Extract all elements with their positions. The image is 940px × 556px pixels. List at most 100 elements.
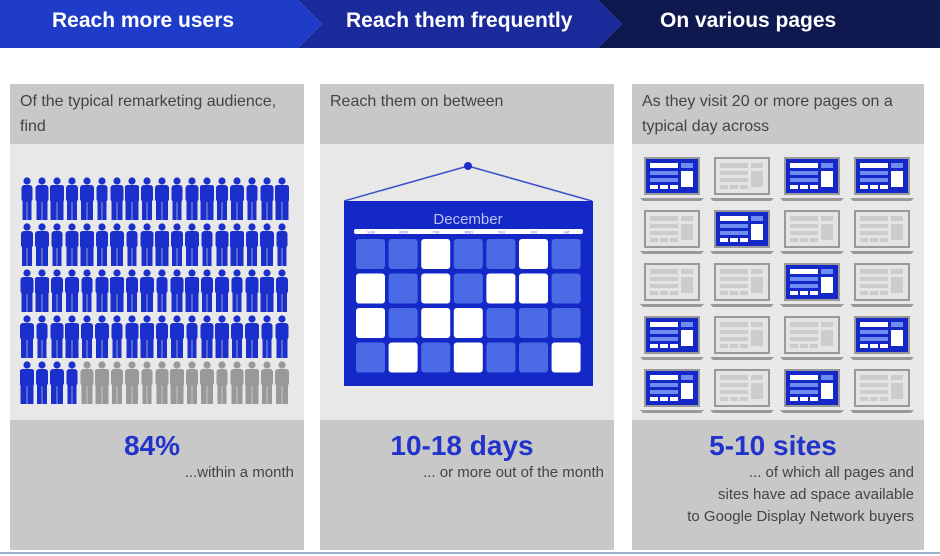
person-icon (171, 177, 183, 220)
person-icon (111, 361, 123, 404)
person-icon (36, 315, 48, 358)
person-icon (111, 315, 123, 358)
laptop-icon (850, 263, 914, 307)
calendar-day-highlighted (519, 239, 548, 269)
person-icon (95, 315, 109, 358)
weekday-label: THU (497, 231, 506, 235)
person-icon (125, 177, 139, 220)
people-row (20, 176, 290, 222)
person-icon (200, 177, 214, 220)
person-icon (110, 177, 124, 220)
calendar-day (519, 308, 548, 338)
stat-caption-2: sites have ad space available (718, 486, 914, 503)
person-icon (126, 269, 138, 312)
person-icon (65, 269, 79, 312)
person-icon (275, 315, 289, 358)
stat-caption: ... or more out of the month (423, 464, 604, 481)
laptop-icon (850, 369, 914, 413)
person-icon (215, 269, 229, 312)
hanger-pin-icon (464, 162, 472, 170)
person-icon (51, 223, 63, 266)
laptop-with-ad-icon (640, 157, 704, 201)
person-icon (260, 177, 274, 220)
person-icon (155, 177, 169, 220)
person-icon (171, 223, 183, 266)
person-icon (186, 361, 198, 404)
person-icon (216, 361, 228, 404)
person-icon (66, 361, 78, 404)
laptop-icon (640, 263, 704, 307)
person-icon (35, 223, 49, 266)
stat-caption-3: to Google Display Network buyers (687, 508, 914, 525)
laptop-icon (710, 369, 774, 413)
step-various-pages: On various pages (660, 9, 837, 32)
laptop-with-ad-icon (850, 316, 914, 360)
calendar-day-highlighted (421, 273, 451, 304)
person-icon (185, 223, 199, 266)
weekday-label: MON (399, 231, 408, 235)
stat-caption-1: ... of which all pages and (748, 464, 914, 481)
people-row (20, 268, 290, 314)
person-icon (230, 361, 244, 404)
person-icon (215, 315, 229, 358)
person-icon (156, 315, 168, 358)
stat-value: 10-18 days (390, 430, 534, 461)
calendar-day (551, 273, 581, 304)
calendar-day (486, 342, 516, 373)
panel-heading: Reach them on between (320, 84, 614, 144)
calendar-day-highlighted (356, 273, 385, 304)
laptop-icon (780, 210, 844, 254)
person-icon (35, 269, 49, 312)
person-icon (155, 223, 169, 266)
calendar-day-highlighted (453, 308, 483, 338)
person-icon (170, 361, 184, 404)
person-icon (35, 177, 49, 220)
person-icon (20, 269, 34, 312)
laptop-with-ad-icon (640, 369, 704, 413)
person-icon (21, 177, 33, 220)
person-icon (50, 177, 64, 220)
calendar-day-highlighted (356, 308, 385, 338)
person-icon (230, 223, 244, 266)
calendar-day-highlighted (453, 342, 483, 373)
calendar-day (486, 308, 516, 338)
person-icon (80, 177, 94, 220)
divider (0, 552, 940, 554)
person-icon (140, 315, 154, 358)
step-banner: Reach more users Reach them frequently O… (0, 0, 940, 48)
person-icon (231, 315, 243, 358)
calendar-day (453, 273, 483, 304)
person-icon (125, 315, 139, 358)
laptop-icon (780, 316, 844, 360)
calendar-day-highlighted (551, 342, 581, 373)
weekday-label: SUN (367, 231, 375, 235)
person-icon (51, 269, 63, 312)
person-icon (170, 315, 184, 358)
calendar-day (551, 239, 581, 269)
panel-audience: Of the typical remarketing audience, fin… (10, 84, 304, 550)
panel-sites: As they visit 20 or more pages on a typi… (632, 84, 924, 550)
person-icon (126, 223, 138, 266)
person-icon (81, 269, 93, 312)
laptop-icon (710, 157, 774, 201)
laptop-icon (640, 210, 704, 254)
calendar-day (388, 308, 418, 338)
calendar-day-highlighted (388, 342, 418, 373)
calendar-day (519, 342, 548, 373)
weekday-label: WED (465, 231, 474, 235)
person-icon (155, 361, 169, 404)
stat-caption: ...within a month (184, 464, 294, 481)
person-icon (245, 361, 259, 404)
person-icon (141, 361, 153, 404)
person-icon (261, 315, 273, 358)
person-icon (275, 177, 289, 220)
person-icon (170, 269, 184, 312)
person-icon (200, 361, 214, 404)
person-icon (156, 269, 168, 312)
person-icon (96, 177, 108, 220)
weekday-label: FRI (531, 231, 536, 235)
person-icon (21, 223, 33, 266)
